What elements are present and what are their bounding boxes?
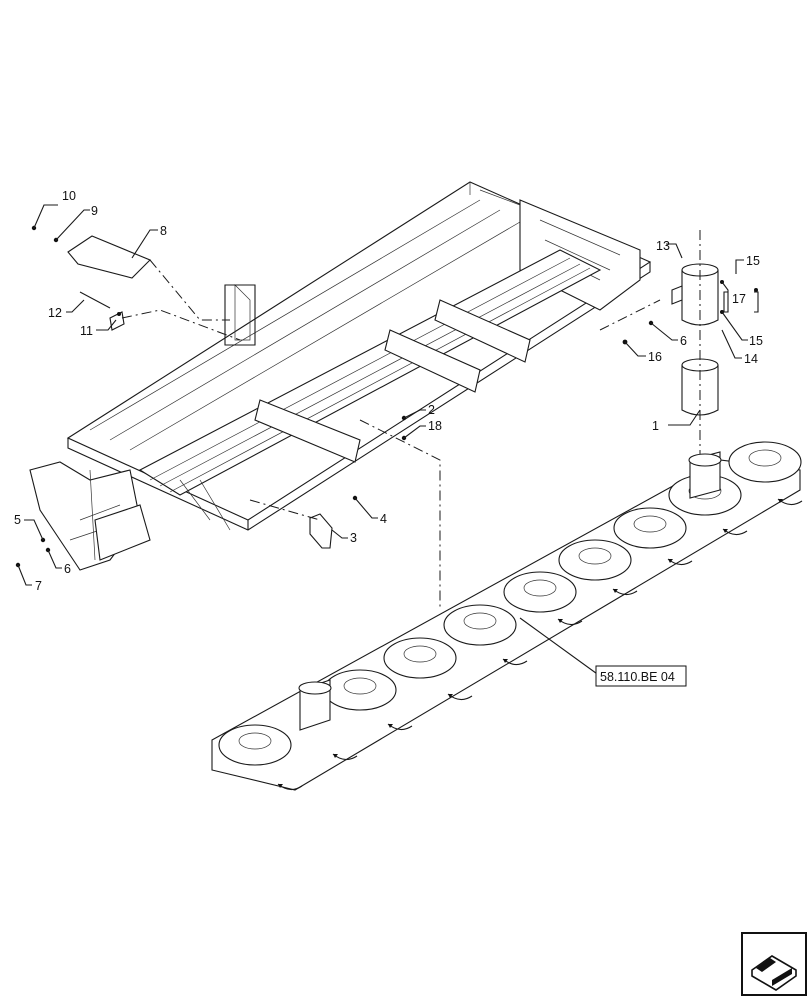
cutting-disc bbox=[613, 507, 687, 549]
callout-16: 16 bbox=[648, 350, 662, 364]
callout-12: 12 bbox=[48, 306, 62, 320]
disc-hub bbox=[578, 547, 612, 565]
rotation-arrowhead bbox=[668, 559, 673, 563]
part-3-plate bbox=[309, 513, 333, 549]
part-8-shield bbox=[67, 235, 151, 279]
callout-6-right: 6 bbox=[680, 334, 687, 348]
cutting-disc bbox=[558, 539, 632, 581]
callout-8: 8 bbox=[160, 224, 167, 238]
callout-9: 9 bbox=[91, 204, 98, 218]
callout-14: 14 bbox=[744, 352, 758, 366]
disc-hub bbox=[403, 645, 437, 663]
disc-hub bbox=[748, 449, 782, 467]
callout-5: 5 bbox=[14, 513, 21, 527]
callout-15-top: 15 bbox=[746, 254, 760, 268]
part-13-tube-half bbox=[671, 263, 719, 326]
mower-frame bbox=[29, 181, 652, 571]
cutting-disc bbox=[218, 724, 292, 766]
part-11-bracket bbox=[109, 311, 125, 331]
callout-17: 17 bbox=[732, 292, 746, 306]
rotation-arrowhead bbox=[278, 784, 283, 788]
part-12-pin bbox=[79, 291, 111, 309]
cutting-disc bbox=[503, 571, 577, 613]
assembly-line-bracket bbox=[121, 309, 241, 341]
disc-hub bbox=[238, 732, 272, 750]
callout-10: 10 bbox=[62, 189, 76, 203]
assembly-line-plate bbox=[249, 499, 321, 521]
cutting-disc bbox=[728, 441, 802, 483]
cutting-disc bbox=[443, 604, 517, 646]
disc-hub bbox=[633, 515, 667, 533]
disc-hub bbox=[343, 677, 377, 695]
rotation-arrowhead bbox=[448, 694, 453, 698]
callout-11: 11 bbox=[80, 324, 93, 338]
callout-labels: 10 9 8 12 11 13 15 17 15 14 6 16 1 2 18 … bbox=[14, 189, 763, 593]
rotation-arrowhead bbox=[778, 499, 783, 503]
cutting-disc bbox=[323, 669, 397, 711]
callout-7: 7 bbox=[35, 579, 42, 593]
assembly-line-tube bbox=[599, 299, 661, 331]
rotation-arrowhead bbox=[388, 724, 393, 728]
assembly-line-cutterbar bbox=[359, 419, 441, 610]
callout-6-left: 6 bbox=[64, 562, 71, 576]
cutting-disc bbox=[383, 637, 457, 679]
disc-hub bbox=[463, 612, 497, 630]
rotation-arrowhead bbox=[558, 619, 563, 623]
callout-18: 18 bbox=[428, 419, 442, 433]
callout-1: 1 bbox=[652, 419, 659, 433]
callout-3: 3 bbox=[350, 531, 357, 545]
part-1-tube bbox=[681, 358, 719, 416]
rotation-arrowhead bbox=[503, 659, 508, 663]
rotation-arrowhead bbox=[723, 529, 728, 533]
callout-13: 13 bbox=[656, 239, 670, 253]
rotation-arrowhead bbox=[333, 754, 338, 758]
rotation-arrowhead bbox=[613, 589, 618, 593]
disc-hub bbox=[523, 579, 557, 597]
callout-15-bottom: 15 bbox=[749, 334, 763, 348]
section-reference-link[interactable]: 58.110.BE 04 bbox=[595, 665, 687, 687]
callout-2: 2 bbox=[428, 403, 435, 417]
callout-4: 4 bbox=[380, 512, 387, 526]
rotation-arrows bbox=[277, 498, 803, 791]
assembly-line-shield bbox=[149, 259, 230, 321]
section-reference-label: 58.110.BE 04 bbox=[600, 670, 675, 684]
cutter-bar bbox=[211, 441, 802, 791]
callout-17-bracket bbox=[723, 291, 759, 313]
next-page-arrow-icon[interactable] bbox=[741, 932, 807, 996]
